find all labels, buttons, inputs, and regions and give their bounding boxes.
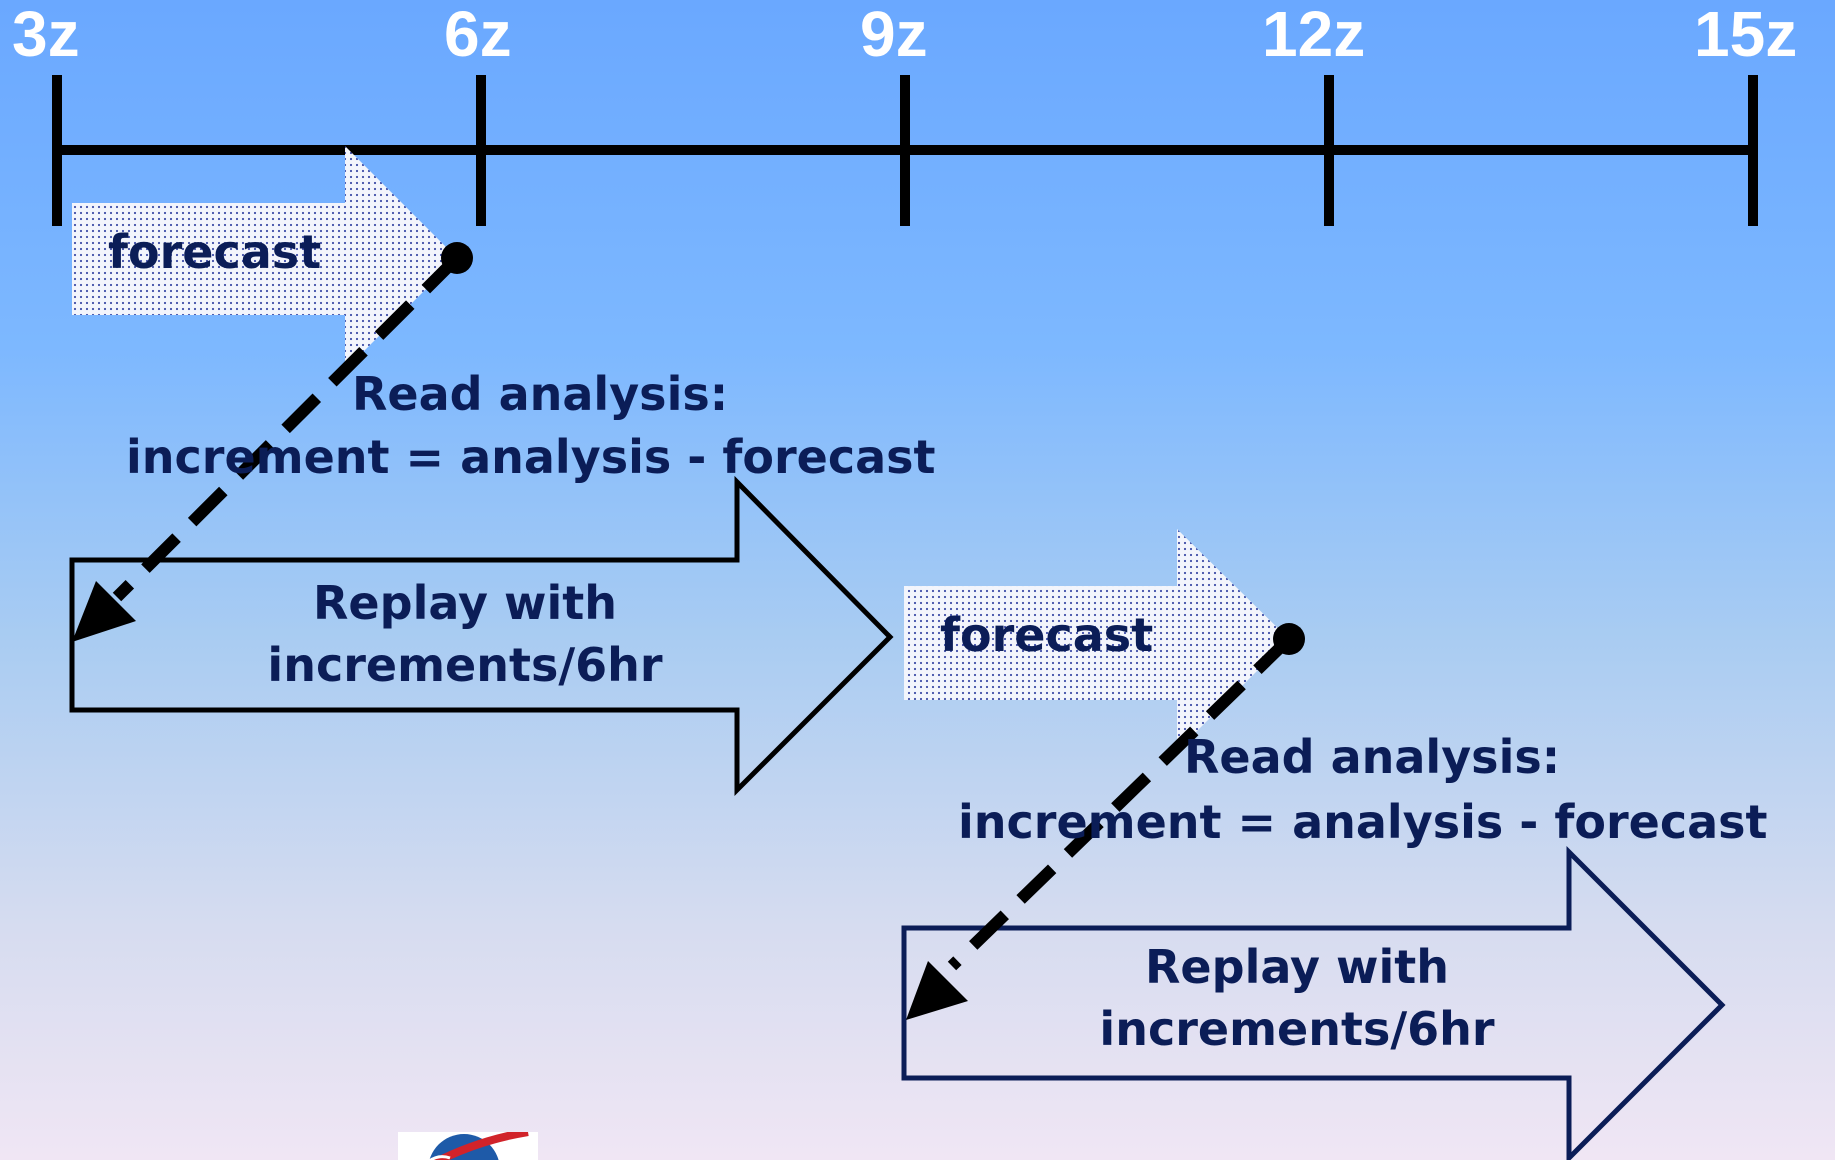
tick-label-15z: 15z (1694, 0, 1798, 70)
increment-formula: increment = analysis - forecast (958, 795, 1768, 849)
read-analysis-label: Read analysis: (352, 367, 729, 421)
replay-arrow (901, 845, 1726, 1160)
tick-label-9z: 9z (860, 0, 928, 70)
replay-arrow (69, 475, 894, 797)
replay-label-line2: increments/6hr (267, 638, 663, 692)
nasa-meatball-icon (398, 1132, 538, 1160)
replay-label-line1: Replay with (1145, 940, 1449, 994)
forecast-label: forecast (940, 608, 1154, 662)
tick-label-12z: 12z (1262, 0, 1366, 70)
forecast-arrow (72, 146, 457, 370)
timeline (52, 75, 1758, 226)
tick-label-6z: 6z (444, 0, 512, 70)
increment-dashed-line (947, 634, 1294, 971)
replay-label-line1: Replay with (313, 576, 617, 630)
read-analysis-label: Read analysis: (1184, 730, 1561, 784)
forecast-label: forecast (108, 225, 322, 279)
increment-formula: increment = analysis - forecast (126, 430, 936, 484)
tick-label-3z: 3z (12, 0, 80, 70)
increment-arrowhead (72, 581, 136, 642)
increment-dashed-line (112, 253, 462, 602)
forecast-arrow (904, 529, 1289, 751)
nasa-logo (398, 1132, 538, 1160)
increment-arrowhead (906, 961, 968, 1020)
replay-label-line2: increments/6hr (1099, 1002, 1495, 1056)
